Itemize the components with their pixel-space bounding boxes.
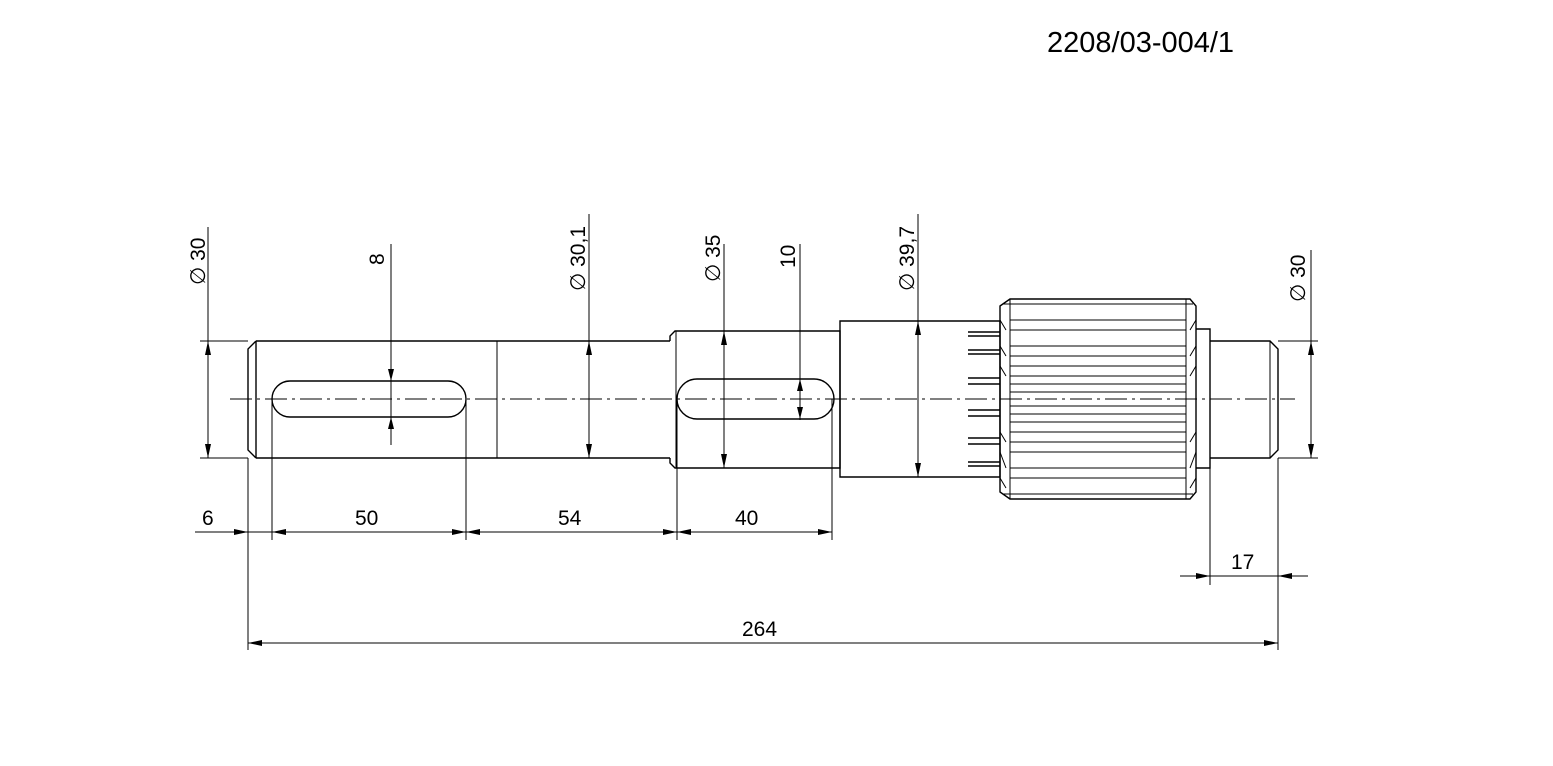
dim-dia-gear: ∅ 39,7 <box>896 226 919 291</box>
dim-len-50: 50 <box>355 507 378 530</box>
drawing-number: 2208/03-004/1 <box>1047 27 1234 59</box>
arrowheads <box>205 321 1314 646</box>
extension-lines <box>200 214 1318 650</box>
dim-key1-width: 8 <box>366 253 389 265</box>
dim-len-6: 6 <box>202 507 214 530</box>
gear-spline <box>968 298 1197 500</box>
dim-dia-35: ∅ 35 <box>702 235 725 283</box>
keyway-1 <box>271 380 467 418</box>
dim-len-54: 54 <box>558 507 582 530</box>
keyway-2 <box>676 378 835 420</box>
dim-key2-width: 10 <box>777 245 800 268</box>
dim-dia-right: ∅ 30 <box>1287 255 1310 303</box>
dim-len-total: 264 <box>742 618 777 641</box>
dim-dia-mid: ∅ 30,1 <box>567 226 590 291</box>
dim-dia-left: ∅ 30 <box>187 238 210 286</box>
dim-len-40: 40 <box>735 507 758 530</box>
dim-len-17: 17 <box>1231 551 1254 574</box>
